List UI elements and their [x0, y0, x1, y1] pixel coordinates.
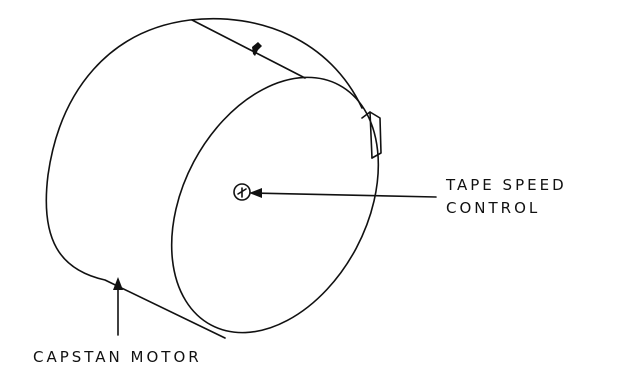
motor-top-mark [252, 42, 262, 56]
capstan-motor-label: CAPSTAN MOTOR [33, 348, 202, 366]
screw-slot [237, 187, 247, 198]
tape-speed-arrowhead [249, 188, 262, 198]
motor-side-tab-edge [369, 111, 373, 159]
tape-speed-leader-line [251, 192, 437, 198]
capstan-motor-arrowhead [113, 277, 123, 290]
motor-top-edge [191, 19, 306, 79]
tape-speed-label-line1: TAPE SPEED [445, 176, 567, 194]
tape-speed-label-line2: CONTROL [446, 199, 540, 217]
motor-side-tab [361, 111, 382, 159]
motor-body-outline [45, 17, 363, 339]
motor-front-face [170, 76, 380, 334]
tape-speed-control-screw [233, 183, 251, 201]
